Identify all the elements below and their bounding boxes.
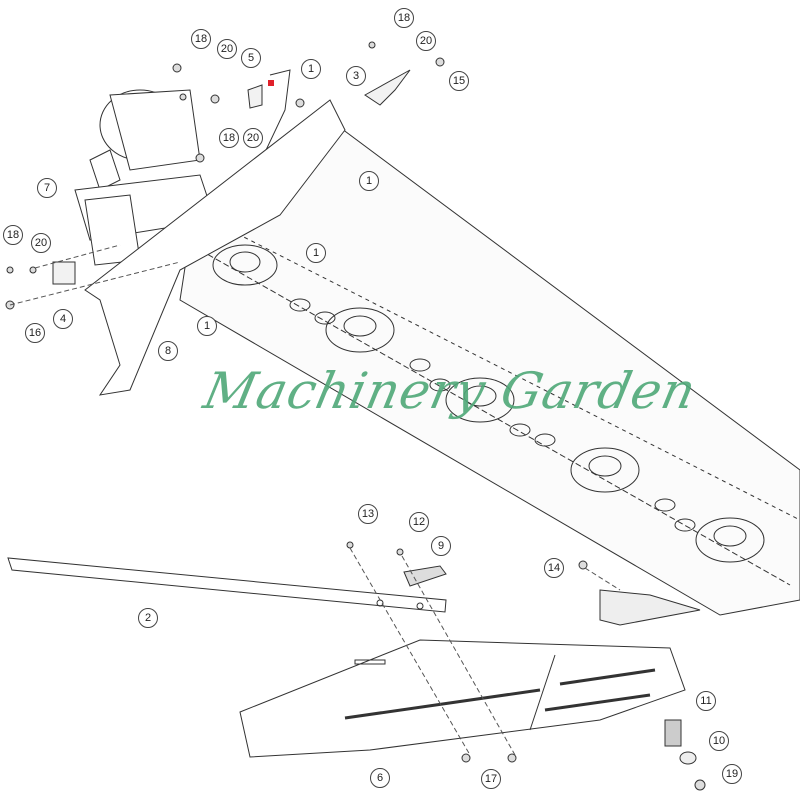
callout-3: 3 xyxy=(346,66,366,86)
callout-18: 18 xyxy=(3,225,23,245)
spring-11 xyxy=(664,719,682,747)
callout-6: 6 xyxy=(370,768,390,788)
guard-shield xyxy=(84,69,346,396)
red-marker xyxy=(268,80,274,86)
leader-lines xyxy=(9,244,621,756)
cutting-discs xyxy=(212,244,765,563)
callout-1: 1 xyxy=(301,59,321,79)
plate-6 xyxy=(239,639,686,758)
watermark: Machinery Garden xyxy=(198,362,702,420)
callout-4: 4 xyxy=(53,309,73,329)
callout-11: 11 xyxy=(696,691,716,711)
callout-7: 7 xyxy=(37,178,57,198)
callout-8: 8 xyxy=(158,341,178,361)
callout-20: 20 xyxy=(217,39,237,59)
callout-2: 2 xyxy=(138,608,158,628)
callout-1: 1 xyxy=(306,243,326,263)
fasteners xyxy=(5,41,706,791)
part-3 xyxy=(364,69,411,106)
callout-12: 12 xyxy=(409,512,429,532)
part-4 xyxy=(52,261,76,285)
part-14-shoe xyxy=(599,589,701,626)
callout-20: 20 xyxy=(31,233,51,253)
callout-19: 19 xyxy=(722,764,742,784)
callout-13: 13 xyxy=(358,504,378,524)
part-9 xyxy=(403,565,447,587)
rail-2 xyxy=(7,557,447,613)
callout-17: 17 xyxy=(481,769,501,789)
callout-14: 14 xyxy=(544,558,564,578)
gearbox xyxy=(74,89,216,266)
callout-15: 15 xyxy=(449,71,469,91)
callout-1: 1 xyxy=(197,316,217,336)
callout-18: 18 xyxy=(219,128,239,148)
callout-18: 18 xyxy=(191,29,211,49)
callout-16: 16 xyxy=(25,323,45,343)
callout-10: 10 xyxy=(709,731,729,751)
washer-10 xyxy=(679,751,697,765)
callout-9: 9 xyxy=(431,536,451,556)
callout-20: 20 xyxy=(416,31,436,51)
callout-5: 5 xyxy=(241,48,261,68)
callout-20: 20 xyxy=(243,128,263,148)
callout-18: 18 xyxy=(394,8,414,28)
callout-1: 1 xyxy=(359,171,379,191)
part-5 xyxy=(247,84,263,109)
